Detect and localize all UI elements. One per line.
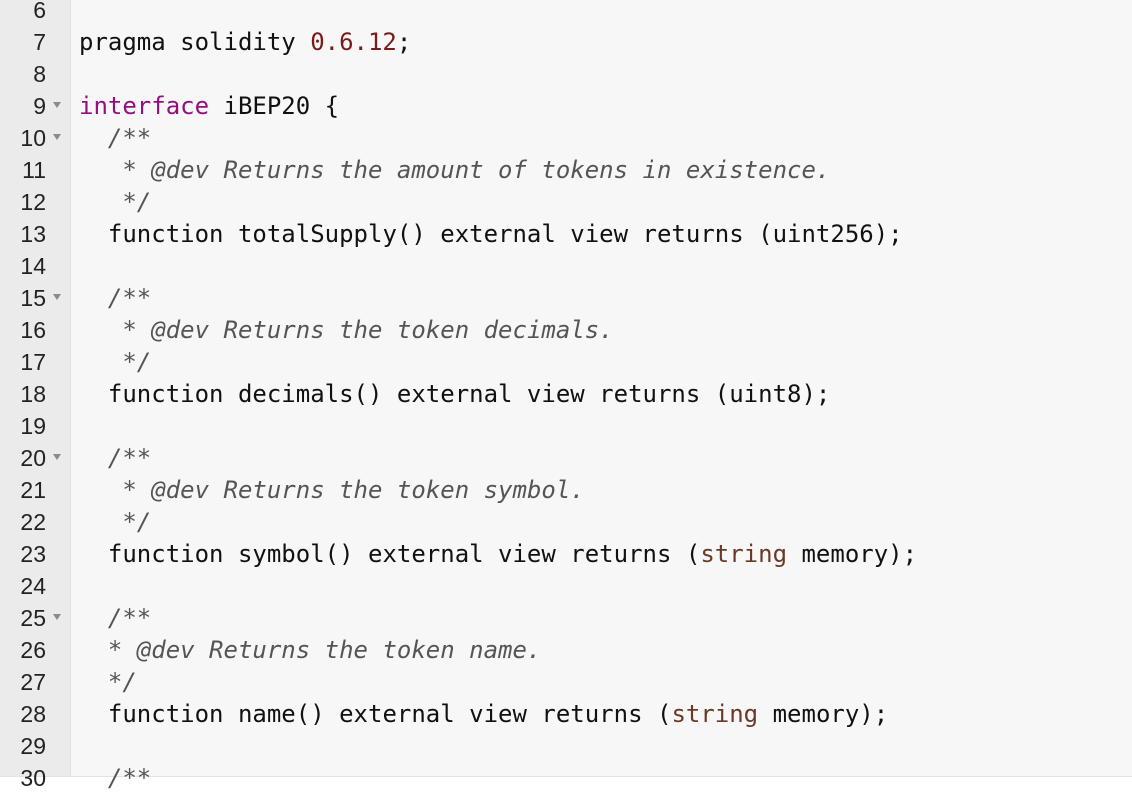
line-number: 16: [20, 317, 46, 343]
code-line[interactable]: /**: [107, 604, 152, 632]
line-number: 13: [20, 221, 46, 247]
code-line[interactable]: /**: [107, 284, 152, 312]
code-line[interactable]: * @dev Returns the token symbol.: [122, 476, 585, 504]
line-number: 28: [20, 701, 46, 727]
gutter-row: 20: [0, 442, 70, 474]
line-number: 18: [20, 381, 46, 407]
gutter-row: 19: [0, 410, 70, 442]
line-number: 20: [20, 445, 46, 471]
gutter-row: 24: [0, 570, 70, 602]
gutter-row: 28: [0, 698, 70, 730]
code-line[interactable]: /**: [107, 124, 152, 152]
gutter-row: 13: [0, 218, 70, 250]
line-number: 29: [20, 733, 46, 759]
code-line[interactable]: * @dev Returns the token name.: [107, 636, 542, 664]
code-line[interactable]: */: [122, 508, 152, 536]
gutter-row: 11: [0, 154, 70, 186]
code-line[interactable]: interface iBEP20 {: [79, 92, 340, 120]
code-line[interactable]: function totalSupply() external view ret…: [107, 220, 903, 248]
line-number: 25: [20, 605, 46, 631]
gutter-row: 8: [0, 58, 70, 90]
line-number: 15: [20, 285, 46, 311]
fold-arrow-icon[interactable]: [53, 294, 61, 300]
line-number: 7: [33, 29, 46, 55]
gutter-row: 21: [0, 474, 70, 506]
code-line[interactable]: pragma solidity 0.6.12;: [79, 28, 412, 56]
line-number: 24: [20, 573, 46, 599]
code-line[interactable]: /**: [107, 444, 152, 472]
fold-arrow-icon[interactable]: [53, 454, 61, 460]
line-number: 9: [33, 93, 46, 119]
line-number: 6: [33, 0, 46, 23]
gutter-row: 6: [0, 0, 70, 26]
line-number-gutter: 6 7 8 9 10 11 12 13 14 15 16 17 18 19 20 21 22 23 24 25 26 27…: [0, 0, 71, 791]
gutter-row: 30: [0, 762, 70, 794]
fold-arrow-icon[interactable]: [53, 134, 61, 140]
line-number: 26: [20, 637, 46, 663]
gutter-row: 25: [0, 602, 70, 634]
line-number: 10: [20, 125, 46, 151]
line-number: 23: [20, 541, 46, 567]
line-number: 22: [20, 509, 46, 535]
gutter-row: 23: [0, 538, 70, 570]
line-number: 21: [20, 477, 46, 503]
line-number: 11: [22, 157, 46, 183]
line-number: 19: [20, 413, 46, 439]
fold-arrow-icon[interactable]: [53, 614, 61, 620]
gutter-row: 18: [0, 378, 70, 410]
code-line[interactable]: * @dev Returns the amount of tokens in e…: [122, 156, 831, 184]
gutter-row: 27: [0, 666, 70, 698]
gutter-row: 9: [0, 90, 70, 122]
code-line[interactable]: */: [107, 668, 137, 696]
code-line[interactable]: function symbol() external view returns …: [107, 540, 918, 568]
gutter-row: 16: [0, 314, 70, 346]
code-line[interactable]: function name() external view returns (s…: [107, 700, 889, 728]
code-line[interactable]: * @dev Returns the token decimals.: [122, 316, 614, 344]
gutter-row: 29: [0, 730, 70, 762]
gutter-row: 14: [0, 250, 70, 282]
code-line[interactable]: /**: [107, 764, 152, 792]
gutter-row: 12: [0, 186, 70, 218]
fold-arrow-icon[interactable]: [53, 102, 61, 108]
gutter-row: 22: [0, 506, 70, 538]
line-number: 14: [20, 253, 46, 279]
gutter-row: 15: [0, 282, 70, 314]
gutter-row: 26: [0, 634, 70, 666]
line-number: 27: [20, 669, 46, 695]
gutter-row: 7: [0, 26, 70, 58]
gutter-row: 10: [0, 122, 70, 154]
line-number: 12: [20, 189, 46, 215]
line-number: 17: [20, 349, 46, 375]
code-line[interactable]: function decimals() external view return…: [107, 380, 831, 408]
code-line[interactable]: */: [122, 348, 152, 376]
line-number: 8: [33, 61, 46, 87]
line-number: 30: [20, 765, 46, 791]
gutter-row: 17: [0, 346, 70, 378]
code-line[interactable]: */: [122, 188, 152, 216]
